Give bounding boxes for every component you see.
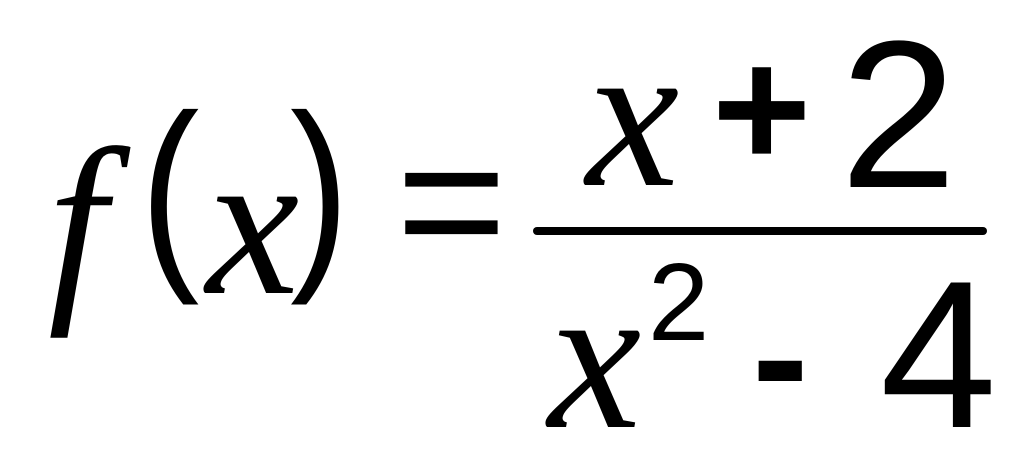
equation: f ( x ) = x + 2 x 2 - 4 [48, 0, 997, 463]
right-parenthesis: ) [290, 71, 350, 306]
denominator-variable: x [548, 241, 642, 473]
numerator-variable: x [586, 0, 680, 231]
numerator-operator: + [712, 14, 812, 204]
numerator-constant: 2 [840, 0, 957, 232]
equals-sign: = [396, 95, 507, 307]
function-argument: x [206, 107, 300, 339]
denominator-constant: 4 [880, 237, 997, 472]
left-parenthesis: ( [140, 71, 200, 306]
fraction-bar [533, 227, 987, 235]
function-name: f [48, 107, 107, 339]
denominator-exponent: 2 [648, 241, 710, 364]
denominator-operator: - [752, 262, 809, 452]
